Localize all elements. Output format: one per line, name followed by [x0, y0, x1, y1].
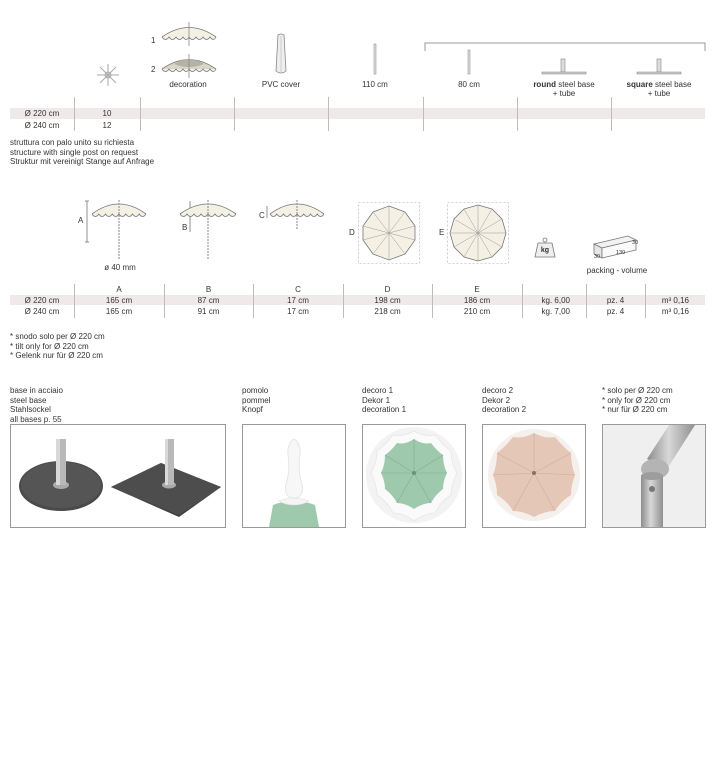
tilt-joint-caption: * solo per Ø 220 cm * only for Ø 220 cm …	[602, 386, 673, 414]
pommel-image	[269, 438, 319, 527]
box-dim-3: 130	[616, 250, 626, 256]
tilt-joint-photo	[602, 424, 706, 528]
umbrella-height-b-icon	[179, 200, 237, 260]
pvc-cover-icon	[275, 33, 287, 74]
decoration-1-umbrella-icon	[161, 22, 217, 46]
top-table-ribs-1: 10	[102, 109, 112, 118]
pommel-photo	[242, 424, 346, 528]
dims-header-d: D	[384, 285, 391, 294]
box-dim-2: 30	[632, 240, 639, 246]
pvc-cover-caption: PVC cover	[261, 80, 301, 89]
decoration-2-umbrella-icon	[161, 54, 217, 78]
packing-box-icon	[592, 235, 638, 259]
pole-80-caption: 80 cm	[458, 80, 480, 89]
decoration-1-image	[366, 427, 462, 523]
weight-icon-label: kg	[540, 247, 550, 254]
steel-base-caption: base in acciaio steel base Stahlsockel a…	[10, 386, 63, 424]
pole-110-icon	[373, 43, 377, 75]
top-table-ribs-2: 12	[102, 121, 112, 130]
umbrella-height-c-icon	[266, 200, 325, 230]
decoration-1-caption: decoro 1 Dekor 1 decoration 1	[362, 386, 407, 414]
round-base-caption: round steel base + tube	[533, 80, 595, 98]
dim-letter-c: C	[259, 211, 265, 220]
dims-header-c: C	[295, 285, 301, 294]
umbrella-height-a-icon	[85, 200, 147, 260]
pole-diameter-label: ø 40 mm	[104, 263, 136, 272]
dims-table-band	[10, 295, 705, 305]
dim-letter-d: D	[349, 228, 355, 237]
box-dim-1: 30	[594, 254, 601, 260]
umbrella-top-view-e-icon	[447, 202, 509, 264]
dims-header-e: E	[474, 285, 480, 294]
decoration-2-caption: decoro 2 Dekor 2 decoration 2	[482, 386, 527, 414]
pommel-caption: pomolo pommel Knopf	[242, 386, 271, 414]
dim-letter-b: B	[182, 223, 188, 232]
decoration-caption: decoration	[169, 80, 207, 89]
dims-header-a: A	[116, 285, 122, 294]
steel-base-photo	[10, 424, 226, 528]
dim-letter-e: E	[439, 228, 445, 237]
top-table-band	[10, 108, 705, 119]
top-table-size-1: Ø 220 cm	[24, 109, 60, 118]
square-base-icon	[636, 58, 682, 75]
dim-letter-a: A	[78, 216, 84, 225]
decoration-1-photo	[362, 424, 466, 528]
pole-80-icon	[467, 49, 471, 75]
decoration-row-2-label: 2	[151, 65, 156, 74]
decoration-2-image	[488, 429, 580, 521]
top-table-size-2: Ø 240 cm	[24, 121, 60, 130]
tilt-joint-image	[641, 425, 695, 527]
tilt-notes: * snodo solo per Ø 220 cm * tilt only fo…	[10, 332, 105, 360]
decoration-row-1-label: 1	[151, 36, 156, 45]
umbrella-top-view-d-icon	[358, 202, 420, 264]
rib-count-icon	[97, 64, 119, 86]
packing-volume-label: packing - volume	[586, 266, 648, 275]
structure-notes: struttura con palo unito su richiesta st…	[10, 138, 155, 166]
round-base-icon	[541, 58, 587, 75]
square-base-caption: square steel base + tube	[626, 80, 692, 98]
dims-header-b: B	[205, 285, 212, 294]
round-base-image	[19, 439, 221, 517]
weight-icon	[534, 237, 556, 258]
bases-bracket	[424, 42, 706, 51]
decoration-2-photo	[482, 424, 586, 528]
pole-110-caption: 110 cm	[362, 80, 388, 89]
